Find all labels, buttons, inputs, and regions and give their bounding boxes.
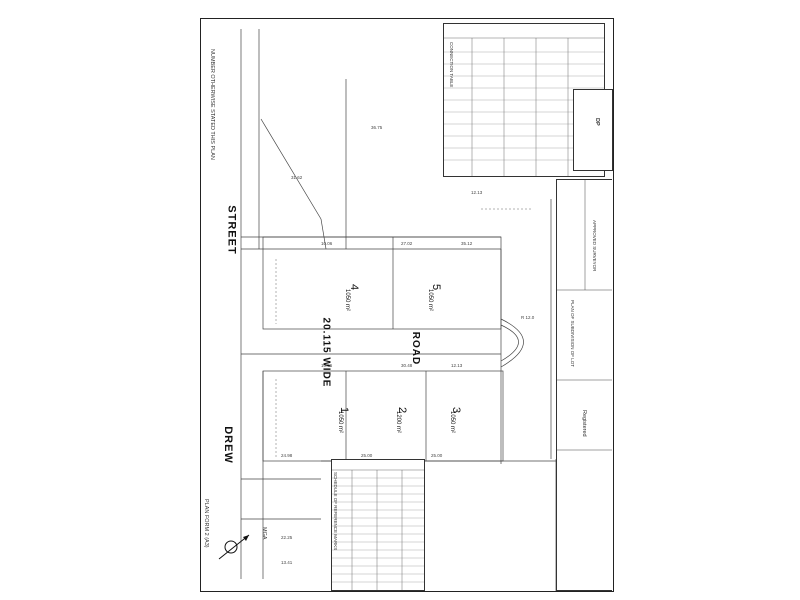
plan-form-note: PLAN FORM 2 (A3) — [203, 499, 209, 548]
svg-text:31.62: 31.62 — [291, 175, 303, 180]
top-note: NUMBER OTHERWISE STATED THIS PLAN — [209, 49, 215, 160]
svg-text:22.25: 22.25 — [281, 535, 293, 540]
svg-text:25.00: 25.00 — [431, 453, 443, 458]
schedule-title: SCHEDULE OF REFERENCE MARKS — [333, 472, 338, 551]
lot-area-3: 1050 m² — [449, 410, 456, 434]
mga-label: MGA — [261, 527, 267, 540]
schedule-table: SCHEDULE OF REFERENCE MARKS — [331, 459, 425, 591]
road-width-label: 20.115 WIDE — [320, 317, 332, 388]
street-label-street: STREET — [225, 205, 238, 255]
lot-area-4: 1050 m² — [344, 288, 351, 312]
svg-text:12.13: 12.13 — [451, 363, 463, 368]
svg-text:36.75: 36.75 — [371, 125, 383, 130]
registered-label: Registered — [581, 410, 587, 437]
svg-text:13.41: 13.41 — [281, 560, 293, 565]
title-block: APPROVED SURVEYOR PLAN OF SUBDIVISION OF… — [556, 179, 612, 591]
svg-text:10.06: 10.06 — [321, 241, 333, 246]
svg-text:12.13: 12.13 — [471, 190, 483, 195]
svg-text:24.98: 24.98 — [281, 453, 293, 458]
plan-sheet: 10.06 27.02 35.12 10.06 30.48 12.13 24.9… — [200, 18, 614, 592]
surveyor-label: APPROVED SURVEYOR — [592, 220, 597, 272]
svg-text:10.06: 10.06 — [321, 363, 333, 368]
svg-text:R 12.0: R 12.0 — [521, 315, 535, 320]
svg-text:27.02: 27.02 — [401, 241, 413, 246]
dp-box: DP — [573, 89, 613, 171]
svg-text:35.12: 35.12 — [461, 241, 473, 246]
connection-title: CONNECTION TABLE — [449, 42, 454, 88]
plan-of-label: PLAN OF SUBDIVISION OF LOT — [570, 300, 575, 368]
road-name-label: ROAD — [410, 331, 422, 366]
svg-text:25.00: 25.00 — [361, 453, 373, 458]
dp-label: DP — [594, 118, 600, 126]
street-label-drew: DREW — [221, 426, 234, 464]
svg-text:30.48: 30.48 — [401, 363, 413, 368]
lot-area-2: 1200 m² — [395, 410, 402, 434]
lot-area-1: 1050 m² — [337, 410, 344, 434]
lot-area-5: 1050 m² — [427, 288, 434, 312]
